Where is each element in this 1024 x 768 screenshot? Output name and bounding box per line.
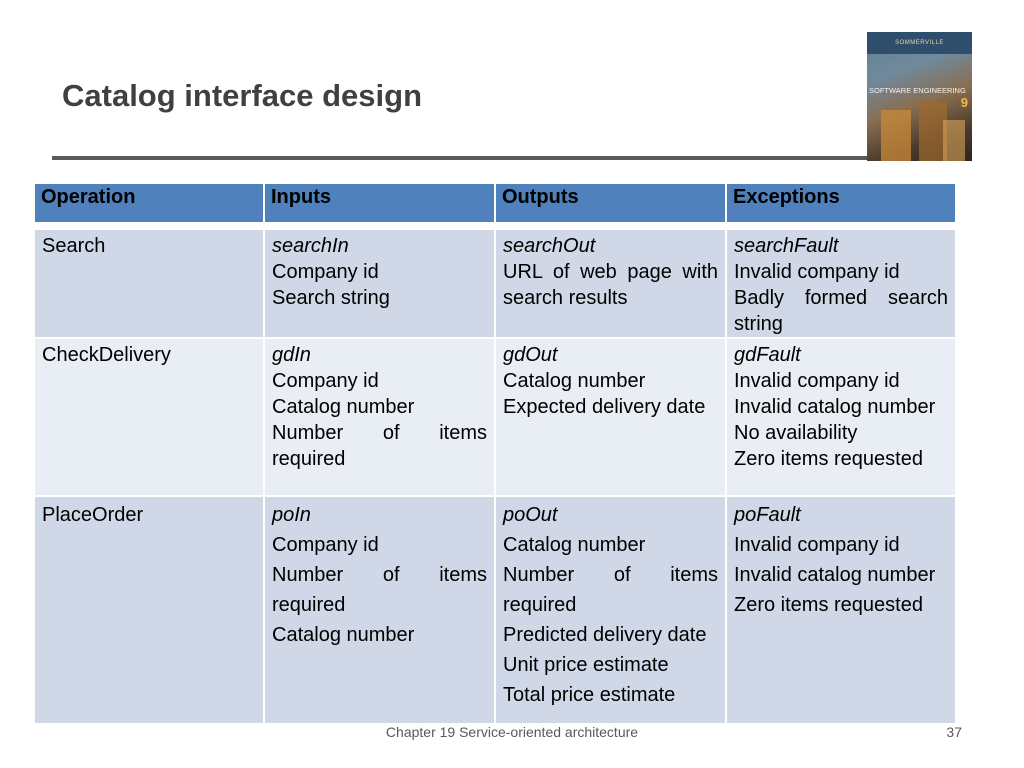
book-cover-author: SOMMERVILLE [867, 32, 972, 54]
output-message-name: gdOut [503, 344, 558, 366]
slide-title: Catalog interface design [62, 78, 423, 113]
output-line: Expected delivery date [503, 396, 706, 418]
table-row: CheckDelivery gdIn Company id Catalog nu… [33, 337, 957, 497]
header-operation: Operation [33, 182, 265, 224]
exceptions-cell: poFault Invalid company id Invalid catal… [725, 495, 957, 725]
operation-cell: PlaceOrder [33, 495, 265, 725]
table-header-row: Operation Inputs Outputs Exceptions [33, 182, 957, 224]
exception-line: Invalid company id [734, 261, 900, 283]
exceptions-cell: searchFault Invalid company id Badly for… [725, 228, 957, 339]
header-inputs: Inputs [263, 182, 496, 224]
output-line: Total price estimate [503, 684, 676, 706]
outputs-cell: searchOut URL of web page with search re… [494, 228, 727, 339]
table-row: Search searchIn Company id Search string… [33, 228, 957, 339]
catalog-interface-table: Operation Inputs Outputs Exceptions Sear… [33, 182, 957, 725]
page-number: 37 [946, 724, 962, 740]
exception-line: Invalid catalog number [734, 564, 936, 586]
operation-cell: CheckDelivery [33, 337, 265, 497]
book-cover-edition: 9 [960, 95, 968, 110]
inputs-cell: gdIn Company id Catalog number Number of… [263, 337, 496, 497]
cover-building-shape [881, 110, 911, 161]
exception-line: Invalid company id [734, 370, 900, 392]
input-message-name: searchIn [272, 235, 349, 257]
output-message-name: poOut [503, 504, 558, 526]
inputs-cell: poIn Company id Number of items required… [263, 495, 496, 725]
cover-building-shape [919, 102, 947, 161]
output-line: Catalog number [503, 370, 646, 392]
title-divider [52, 156, 870, 160]
input-line: Company id [272, 534, 379, 556]
exception-line: Invalid catalog number [734, 396, 936, 418]
input-line: Number of items required [272, 564, 487, 616]
table-row: PlaceOrder poIn Company id Number of ite… [33, 495, 957, 725]
header-outputs: Outputs [494, 182, 727, 224]
inputs-cell: searchIn Company id Search string [263, 228, 496, 339]
book-cover-title: SOFTWARE ENGINEERING [869, 86, 966, 95]
exception-line: No availability [734, 422, 858, 444]
input-line: Number of items required [272, 422, 487, 470]
output-line: URL of web page with search results [503, 261, 718, 309]
header-spacer [33, 223, 957, 229]
input-line: Company id [272, 261, 379, 283]
exception-line: Zero items requested [734, 448, 923, 470]
input-line: Company id [272, 370, 379, 392]
output-line: Unit price estimate [503, 654, 669, 676]
cover-building-shape [943, 120, 965, 161]
output-message-name: searchOut [503, 235, 596, 257]
input-line: Catalog number [272, 624, 415, 646]
slide-footer: Chapter 19 Service-oriented architecture [385, 724, 639, 740]
fault-message-name: gdFault [734, 344, 801, 366]
outputs-cell: gdOut Catalog number Expected delivery d… [494, 337, 727, 497]
output-line: Catalog number [503, 534, 646, 556]
input-message-name: gdIn [272, 344, 311, 366]
input-line: Search string [272, 287, 390, 309]
operation-cell: Search [33, 228, 265, 339]
outputs-cell: poOut Catalog number Number of items req… [494, 495, 727, 725]
input-line: Catalog number [272, 396, 415, 418]
output-line: Number of items required [503, 564, 718, 616]
exception-line: Zero items requested [734, 594, 923, 616]
input-message-name: poIn [272, 504, 311, 526]
output-line: Predicted delivery date [503, 624, 707, 646]
fault-message-name: searchFault [734, 235, 839, 257]
book-cover-image: SOMMERVILLE SOFTWARE ENGINEERING 9 [867, 32, 972, 161]
fault-message-name: poFault [734, 504, 801, 526]
exception-line: Badly formed search string [734, 287, 948, 335]
exception-line: Invalid company id [734, 534, 900, 556]
header-exceptions: Exceptions [725, 182, 957, 224]
exceptions-cell: gdFault Invalid company id Invalid catal… [725, 337, 957, 497]
